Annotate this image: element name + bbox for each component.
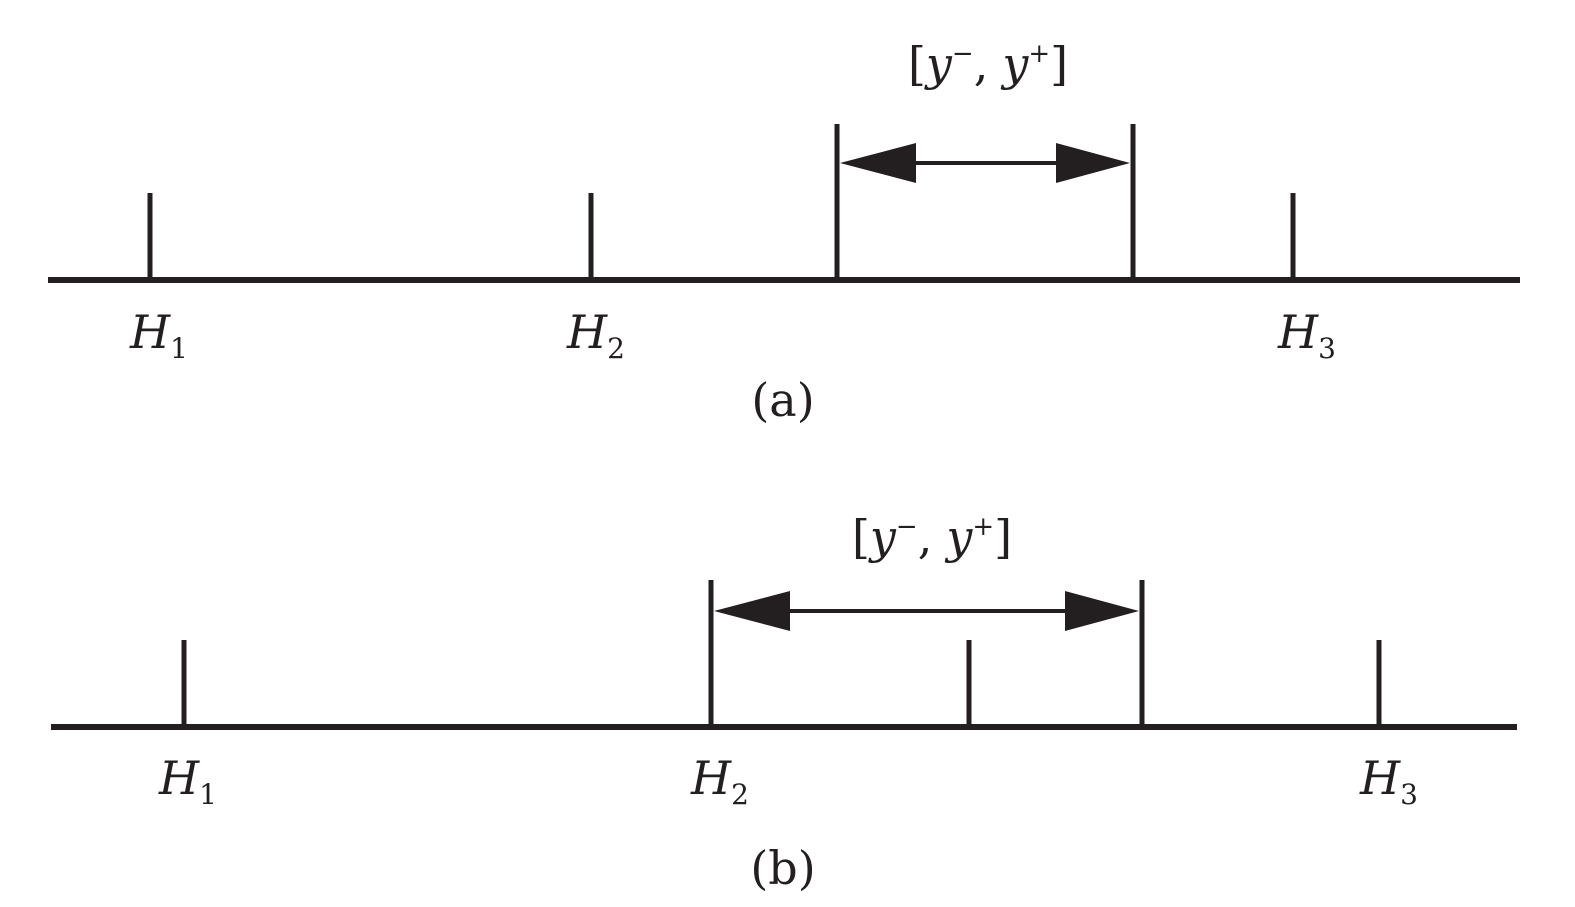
label-h1: H1 (129, 305, 188, 365)
arrow-left-head (840, 143, 916, 183)
caption-b: (b) (750, 841, 815, 895)
arrow-right-head (1056, 143, 1130, 183)
label-h2: H2 (566, 305, 625, 365)
label-h3: H3 (1277, 305, 1336, 365)
caption-a: (a) (751, 373, 814, 427)
arrow-left-head (714, 591, 790, 631)
interval-label: [y−,y+] (852, 510, 1012, 564)
label-h3: H3 (1359, 751, 1418, 811)
panel-b: [y−,y+] H1 H2 H3 (b) (51, 510, 1517, 895)
interval-label: [y−,y+] (908, 37, 1068, 91)
label-h2: H2 (690, 751, 749, 811)
label-h1: H1 (158, 751, 217, 811)
arrow-right-head (1065, 591, 1139, 631)
panel-a: [y−,y+] H1 H2 H3 (a) (48, 37, 1520, 427)
